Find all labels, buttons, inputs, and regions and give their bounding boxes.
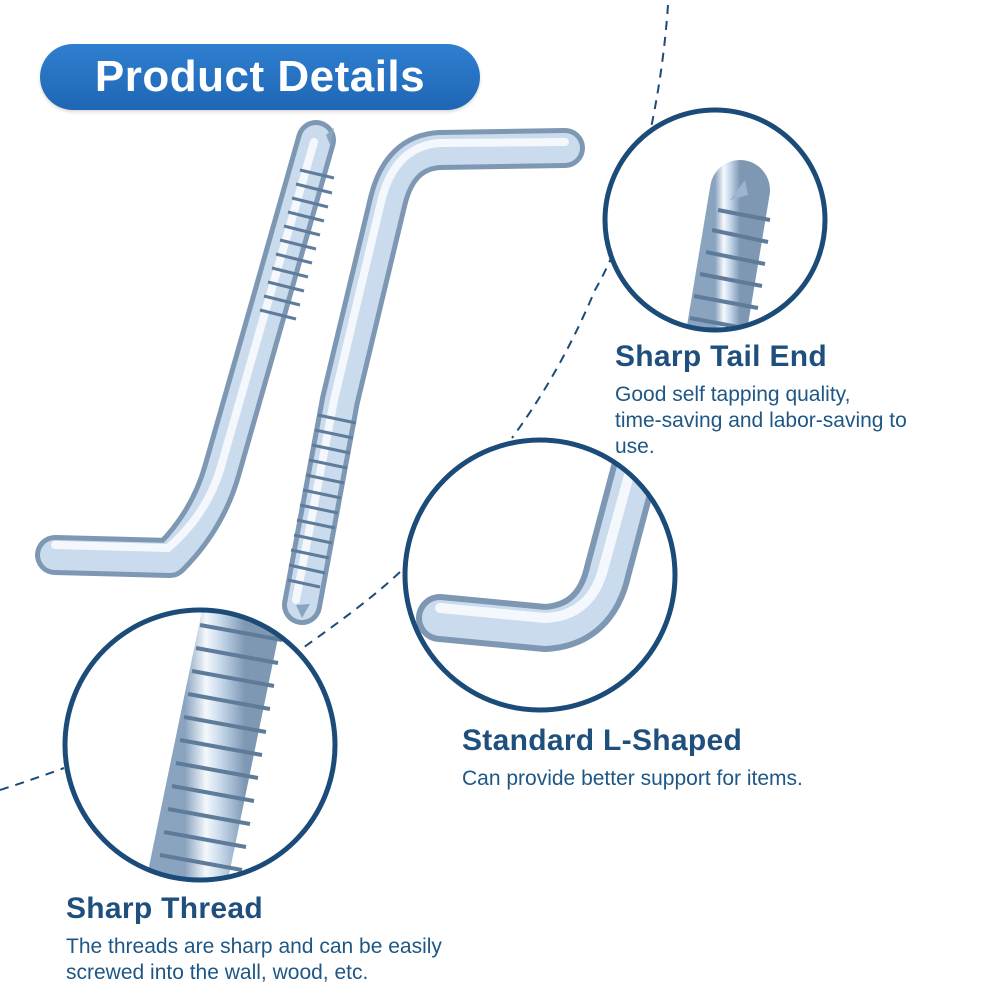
feature-title: Sharp Tail End: [615, 340, 828, 373]
sharp-thread-closeup: [62, 607, 338, 883]
feature-description-line: use.: [615, 435, 655, 458]
sharp-tail-end-closeup: [602, 107, 828, 333]
feature-description: Can provide better support for items.: [462, 766, 962, 792]
l-screw-right: [282, 128, 585, 625]
feature-title: Sharp Thread: [66, 892, 263, 925]
l-shape-closeup: [402, 437, 678, 713]
feature-description-line: screwed into the wall, wood, etc.: [66, 961, 369, 984]
thread-ridges: [259, 168, 335, 321]
thread-ridges: [287, 413, 357, 589]
title-banner: Product Details: [40, 44, 480, 110]
l-screw-left: [35, 120, 336, 578]
feature-description-line: time-saving and labor-saving to: [615, 409, 907, 432]
feature-description: The threads are sharp and can be easily …: [66, 934, 536, 986]
feature-description-line: Good self tapping quality,: [615, 383, 851, 406]
dashed-connector-lines: [0, 4, 669, 791]
feature-standard-l-shaped: Standard L-Shaped Can provide better sup…: [462, 724, 962, 792]
feature-description-line: Can provide better support for items.: [462, 767, 803, 790]
feature-sharp-thread: Sharp Thread The threads are sharp and c…: [66, 892, 536, 986]
feature-description-line: The threads are sharp and can be easily: [66, 935, 442, 958]
feature-sharp-tail-end: Sharp Tail End Good self tapping quality…: [615, 340, 985, 460]
feature-description: Good self tapping quality, time-saving a…: [615, 382, 985, 460]
page-title: Product Details: [94, 52, 426, 101]
feature-title: Standard L-Shaped: [462, 724, 743, 757]
